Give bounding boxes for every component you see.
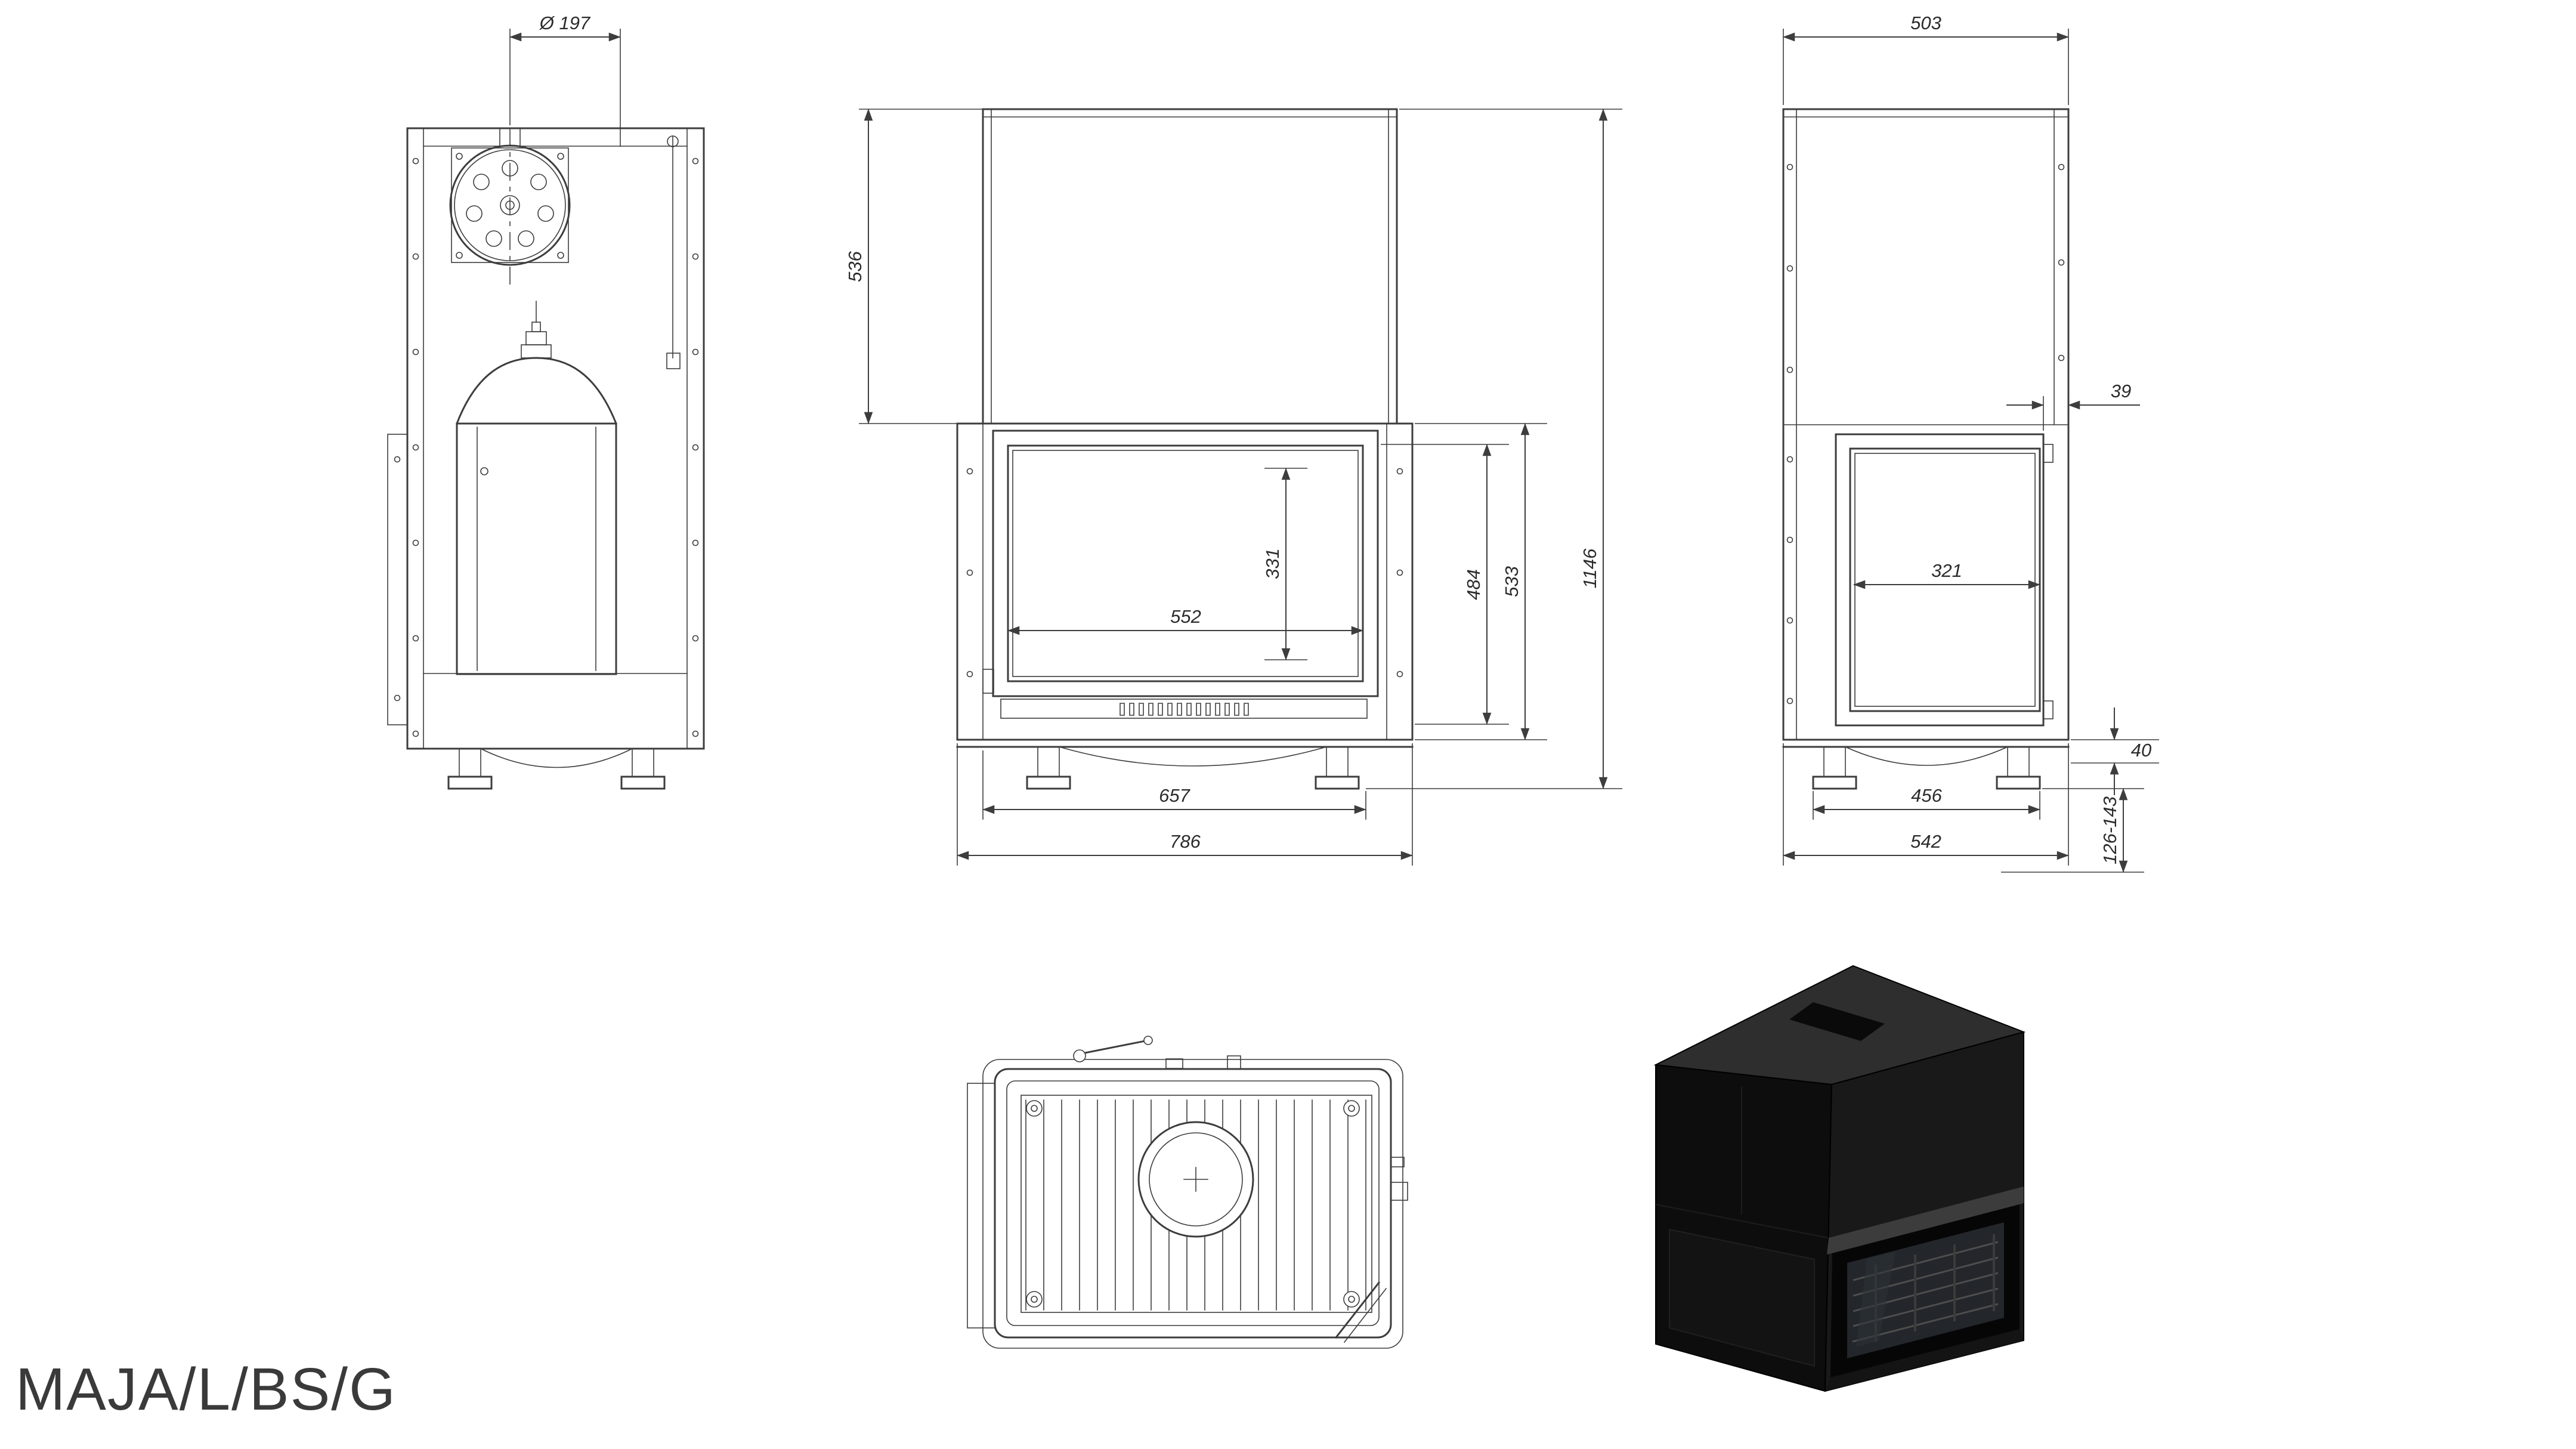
air-grille — [1000, 699, 1368, 719]
dim-base-drop: 40 — [2131, 740, 2151, 761]
side-latch — [1390, 1157, 1405, 1167]
dim-glass-height: 331 — [1262, 548, 1283, 579]
damper-rod — [666, 135, 681, 369]
door-latch — [982, 669, 994, 694]
iso-left-glass — [1669, 1228, 1815, 1367]
front-door-glass — [982, 430, 1379, 697]
dim-leg-adjust: 126-143 — [2099, 796, 2120, 864]
dim-feet-span-depth: 456 — [1911, 785, 1942, 806]
dim-glass-width: 552 — [1170, 606, 1201, 627]
rear-view — [387, 127, 705, 790]
iso-base-strip — [1825, 1329, 2024, 1391]
dim-flue-diameter: Ø 197 — [539, 13, 591, 33]
side-door-glass — [1835, 433, 2054, 727]
dim-total-height: 1146 — [1579, 548, 1600, 588]
iso-render — [1653, 965, 2026, 1392]
damper-lever — [1073, 1036, 1241, 1070]
dim-firebox-height: 533 — [1501, 566, 1522, 597]
dim-total-width: 786 — [1170, 831, 1201, 852]
hinge-top — [2043, 444, 2054, 463]
iso-flue-collar — [1789, 1002, 1885, 1041]
top-left-flange — [967, 1083, 995, 1328]
front-base — [956, 746, 1414, 790]
dim-side-glass-width: 321 — [1931, 560, 1962, 581]
rear-screws — [412, 157, 699, 737]
front-dimensions: 536 552 331 484 533 1146 657 786 — [845, 109, 1622, 866]
dim-hood-height: 536 — [845, 251, 865, 282]
heat-mantle — [456, 301, 617, 675]
rear-left-wing — [387, 434, 408, 725]
dim-top-depth: 503 — [1910, 13, 1941, 33]
iso-rim-band — [1827, 1187, 2024, 1255]
dim-total-depth: 542 — [1910, 831, 1941, 852]
side-view — [1782, 108, 2070, 790]
dim-frame-offset: 39 — [2111, 381, 2131, 401]
dim-feet-span-width: 657 — [1159, 785, 1190, 806]
side-dimensions: 503 39 321 40 456 542 126-143 — [1783, 13, 2159, 873]
corner-bolts — [1026, 1100, 1360, 1308]
rear-base — [423, 673, 688, 790]
front-view — [956, 108, 1414, 790]
iso-glass-reflection — [1856, 1252, 1895, 1347]
top-view — [967, 1036, 1408, 1349]
corner-cut-edge — [1334, 1281, 1381, 1339]
fan-assembly — [449, 128, 571, 286]
drawing-title: MAJA/L/BS/G — [16, 1356, 397, 1423]
rear-dimensions: Ø 197 — [509, 13, 621, 147]
dim-opening-height: 484 — [1463, 569, 1484, 600]
flue-outlet — [1137, 1121, 1254, 1238]
hinge-bottom — [2043, 700, 2054, 719]
side-base — [1782, 746, 2070, 790]
